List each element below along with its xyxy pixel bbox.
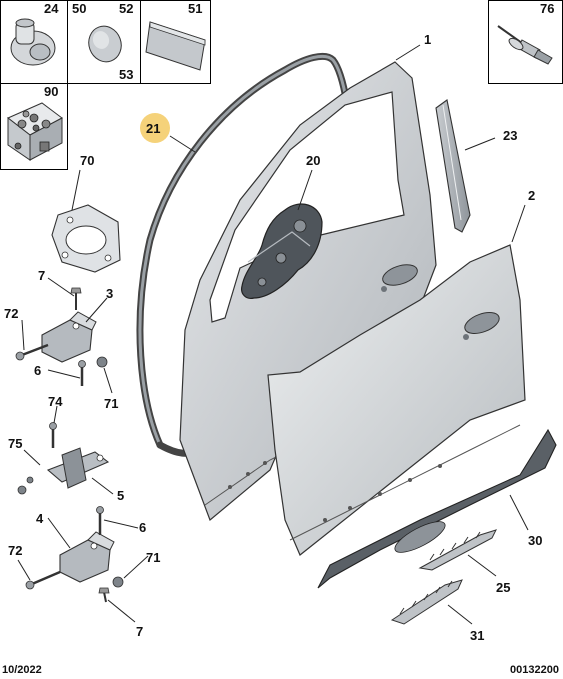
- callout-3: 3: [106, 286, 113, 301]
- bolt-part-72-lower: [25, 570, 61, 590]
- callout-71-lower: 71: [146, 550, 160, 565]
- bolt-part-74: [49, 422, 57, 448]
- callout-6-lower: 6: [139, 520, 146, 535]
- callout-25: 25: [496, 580, 510, 595]
- door-check-part-5: [46, 447, 110, 489]
- pad-part-image: [145, 21, 206, 71]
- callout-30: 30: [528, 533, 542, 548]
- callout-7-upper: 7: [38, 268, 45, 283]
- door-lower-trim-part-30: [317, 428, 557, 589]
- inset-label-90: 90: [44, 84, 58, 99]
- nut-part-75: [17, 476, 34, 495]
- callout-4: 4: [36, 511, 44, 526]
- hinge-cover-part-70: [51, 204, 121, 273]
- bolt-part-72-upper: [15, 343, 49, 361]
- inset-box-90: 90: [0, 83, 68, 170]
- screw-part-7-upper: [70, 287, 82, 310]
- inset-box-24: 24: [0, 0, 68, 84]
- callout-labels: 1 2 3 4 5 6 6 7 7 20 21 23 25 30 31 70 7…: [4, 32, 542, 643]
- leader-lines: [17, 44, 529, 625]
- callout-1: 1: [424, 32, 431, 47]
- footer-reference-code: 00132200: [510, 664, 559, 676]
- callout-74: 74: [48, 394, 63, 409]
- highlight-marker: [140, 113, 170, 143]
- callout-23: 23: [503, 128, 517, 143]
- inset-label-50: 50: [72, 1, 86, 16]
- window-regulator-part-20: [241, 203, 323, 299]
- trim-molding-part-31: [390, 579, 463, 625]
- callout-72-upper: 72: [4, 306, 18, 321]
- inset-label-52: 52: [119, 1, 133, 16]
- inset-box-50-52-53: 50 52 53: [67, 0, 141, 84]
- upper-hinge-part-3: [41, 311, 97, 363]
- clip-part-image: [10, 18, 56, 66]
- outer-door-panel-part-2: [267, 244, 526, 556]
- callout-72-lower: 72: [8, 543, 22, 558]
- inset-box-76: 76: [488, 0, 563, 84]
- callout-21: 21: [146, 121, 160, 136]
- callout-7-lower: 7: [136, 624, 143, 639]
- lower-hinge-part-4: [59, 531, 115, 583]
- bolt-part-6-upper: [78, 360, 86, 386]
- clip-kit-image: [7, 102, 63, 161]
- inset-label-51: 51: [188, 1, 202, 16]
- callout-2: 2: [528, 188, 535, 203]
- nut-part-71-upper: [96, 356, 108, 368]
- nut-part-71-lower: [112, 576, 124, 588]
- pillar-trim-part-23: [435, 99, 471, 233]
- callout-75: 75: [8, 436, 22, 451]
- inset-label-76: 76: [540, 1, 554, 16]
- callout-6-upper: 6: [34, 363, 41, 378]
- callout-70: 70: [80, 153, 94, 168]
- callout-5: 5: [117, 488, 124, 503]
- bolt-part-6-lower: [96, 506, 104, 535]
- callout-31: 31: [470, 628, 484, 643]
- trim-molding-part-25: [418, 529, 497, 571]
- callout-20: 20: [306, 153, 320, 168]
- inset-label-53: 53: [119, 67, 133, 82]
- plug-part-image: [88, 25, 122, 63]
- callout-71-upper: 71: [104, 396, 118, 411]
- inset-label-24: 24: [44, 1, 59, 16]
- footer-date: 10/2022: [2, 664, 42, 676]
- screw-part-7-lower: [98, 587, 110, 603]
- rivet-part-image: [497, 25, 553, 65]
- inset-box-51: 51: [140, 0, 211, 84]
